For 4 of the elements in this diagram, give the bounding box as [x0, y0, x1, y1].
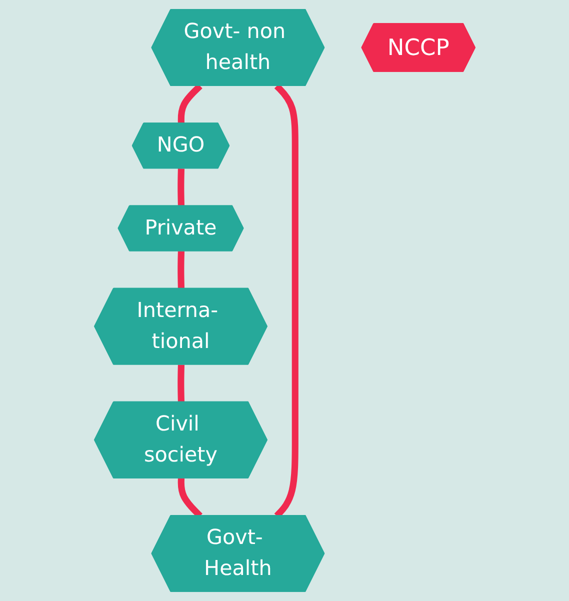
connector [178, 84, 202, 124]
connector [177, 168, 184, 206]
connector [177, 250, 184, 289]
connector [177, 364, 184, 402]
